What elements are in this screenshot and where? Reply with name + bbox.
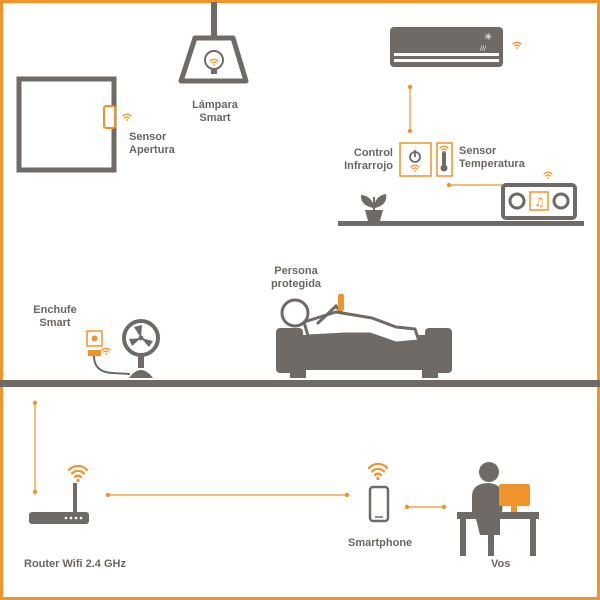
- floor-line: [0, 380, 600, 387]
- ir-remote-icon: [399, 142, 432, 177]
- smart-plug-icon: [86, 330, 131, 375]
- thermometer-icon: [436, 142, 453, 177]
- door-sensor-icon: [103, 105, 132, 129]
- smartphone-icon: [367, 462, 390, 523]
- svg-text:///: ///: [480, 45, 487, 52]
- plant-icon: [360, 194, 387, 221]
- window-icon: [16, 76, 117, 173]
- person-icon: [280, 294, 421, 345]
- shelf: [338, 221, 584, 226]
- sofa-icon: [276, 328, 452, 378]
- ceiling-lamp-icon: [178, 2, 249, 84]
- router-icon: [29, 464, 89, 524]
- fan-icon: [122, 319, 160, 378]
- router-label: Router Wifi 2.4 GHz: [24, 558, 126, 570]
- svg-text:♫: ♫: [534, 195, 545, 209]
- smartphone-label: Smartphone: [348, 537, 413, 549]
- desk-user-icon: [457, 462, 539, 556]
- user-label: Vos: [491, 558, 511, 570]
- stereo-icon: ♫: [501, 171, 577, 220]
- svg-text:✳: ✳: [484, 32, 492, 43]
- air-conditioner-icon: ✳ ///: [390, 27, 522, 67]
